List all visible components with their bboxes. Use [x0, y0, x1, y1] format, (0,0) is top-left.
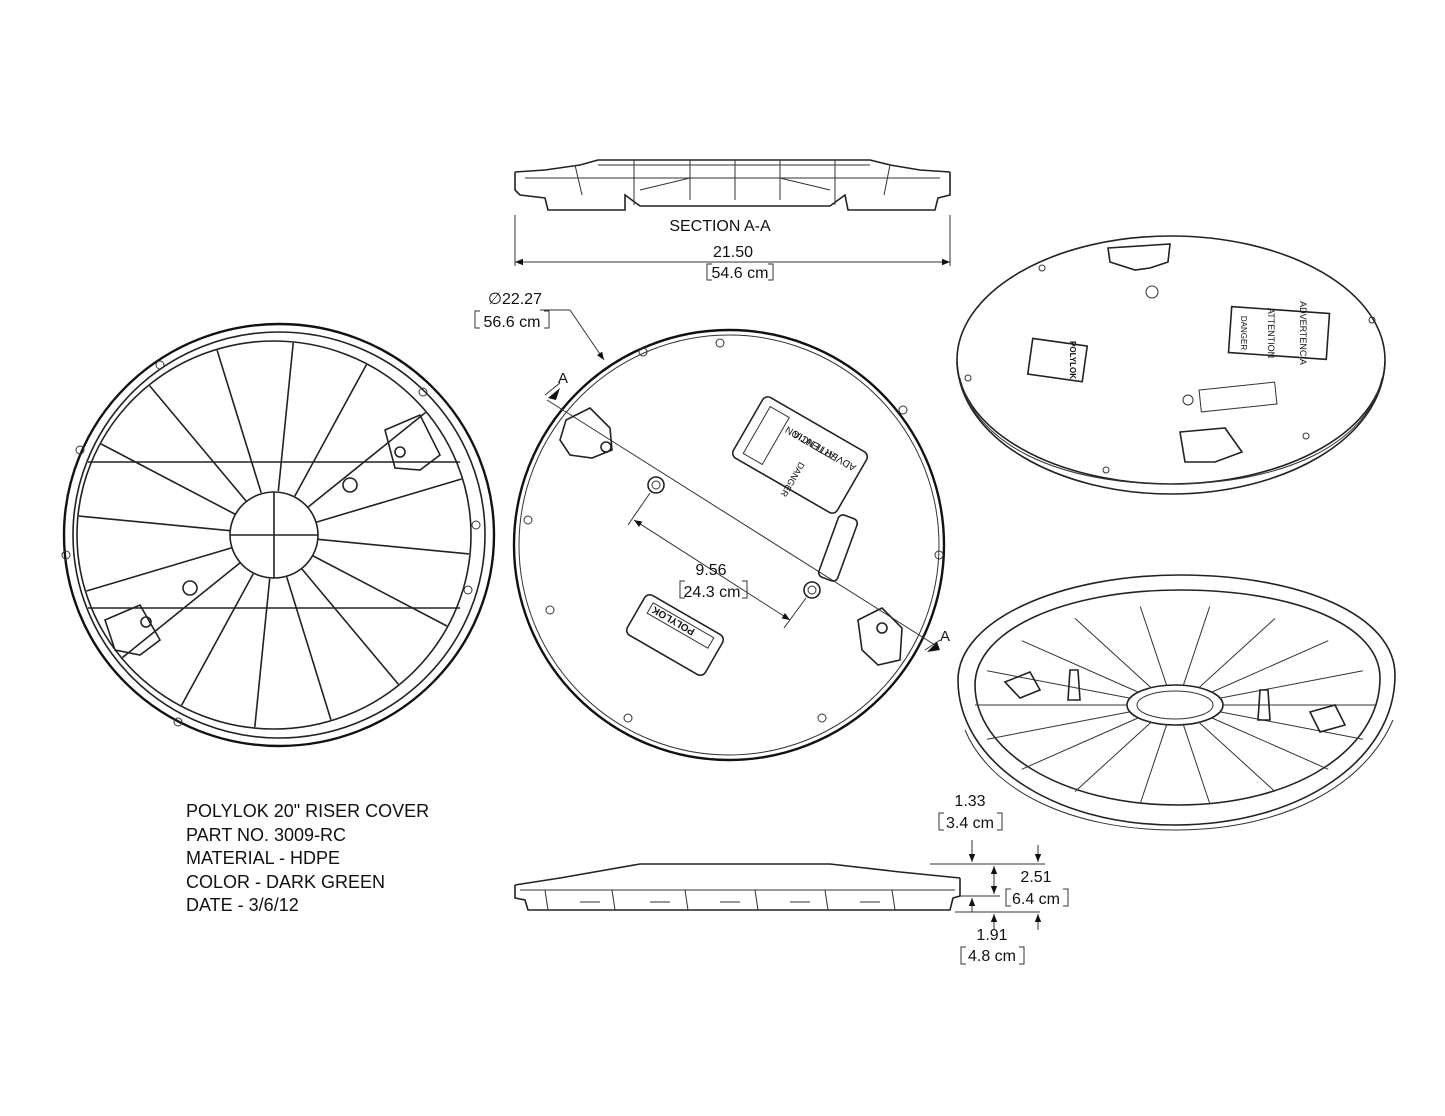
rib: [78, 515, 231, 532]
base-height-inches: 1.91: [976, 927, 1007, 944]
top-view: [512, 309, 946, 762]
section-marker-bottom: A: [940, 628, 950, 645]
label-polylok-iso: POLYLOK: [1068, 341, 1077, 379]
iso-rib: [1220, 711, 1364, 740]
top-thickness-inches: 1.33: [954, 793, 985, 810]
iso-rib: [1021, 640, 1139, 693]
rib: [286, 576, 332, 720]
rib: [315, 478, 462, 523]
iso-rib: [1139, 724, 1168, 804]
product-name: POLYLOK 20" RISER COVER: [186, 801, 430, 821]
diameter-cm-brackets: [474, 310, 550, 329]
bottom-view: [61, 322, 496, 748]
total-height-inches: 2.51: [1020, 869, 1051, 886]
iso-rib: [1198, 618, 1276, 689]
color: COLOR - DARK GREEN: [186, 871, 386, 892]
top-thickness-cm: 3.4 cm: [946, 815, 994, 832]
rib: [121, 562, 241, 659]
title-block: POLYLOK 20" RISER COVER PART NO. 3009-RC…: [186, 800, 429, 918]
diameter-cm: 56.6 cm: [484, 314, 541, 331]
iso-rib: [1182, 606, 1211, 686]
rib: [294, 364, 368, 497]
iso-rib: [1139, 606, 1168, 686]
total-height-cm: 6.4 cm: [1012, 891, 1060, 908]
label-danger-top: DANGER: [778, 460, 806, 499]
iso-rib: [986, 670, 1130, 699]
total-height-brackets: [1005, 888, 1069, 907]
iso-rib: [1211, 717, 1329, 770]
rib: [317, 538, 470, 555]
iso-rib: [1074, 721, 1152, 792]
section-view: [514, 159, 951, 266]
isometric-top-view: [956, 235, 1386, 495]
diameter-inches: ∅22.27: [488, 291, 542, 308]
base-height-cm: 4.8 cm: [968, 948, 1016, 965]
section-width-cm: 54.6 cm: [712, 265, 769, 282]
part-number: PART NO. 3009-RC: [186, 824, 347, 845]
rib: [216, 350, 262, 494]
section-width-cm-brackets: [706, 263, 774, 281]
material: MATERIAL - HDPE: [186, 848, 341, 868]
iso-rib: [1182, 724, 1211, 804]
handle-spacing-cm: 24.3 cm: [684, 584, 741, 601]
rib: [149, 385, 247, 502]
handle-spacing-brackets: [679, 580, 748, 599]
section-label: SECTION A-A: [669, 218, 771, 235]
section-marker-top: A: [558, 370, 568, 387]
handle-spacing-inches: 9.56: [695, 562, 726, 579]
section-width-inches: 21.50: [713, 244, 753, 261]
rib: [86, 547, 233, 592]
iso-rib: [986, 711, 1130, 740]
label-advertencia-iso: ADVERTENCIA: [1298, 301, 1308, 365]
isometric-bottom-view: [957, 574, 1396, 831]
label-attention-iso: ATTENTION: [1266, 308, 1276, 358]
iso-rib: [1220, 670, 1364, 699]
label-danger-iso: DANGER: [1239, 316, 1248, 350]
date: DATE - 3/6/12: [186, 895, 299, 915]
rib: [277, 342, 295, 492]
iso-rib: [1198, 721, 1276, 792]
rib: [312, 555, 448, 627]
iso-rib: [1021, 717, 1139, 770]
rib: [180, 573, 254, 706]
rib: [100, 443, 236, 515]
base-height-brackets: [960, 946, 1025, 965]
side-profile-view: [514, 840, 1045, 930]
rib: [253, 578, 271, 728]
iso-rib: [1074, 618, 1152, 689]
rib: [307, 411, 427, 508]
rib: [301, 568, 399, 685]
top-thickness-brackets: [938, 812, 1003, 831]
iso-rib: [1211, 640, 1329, 693]
